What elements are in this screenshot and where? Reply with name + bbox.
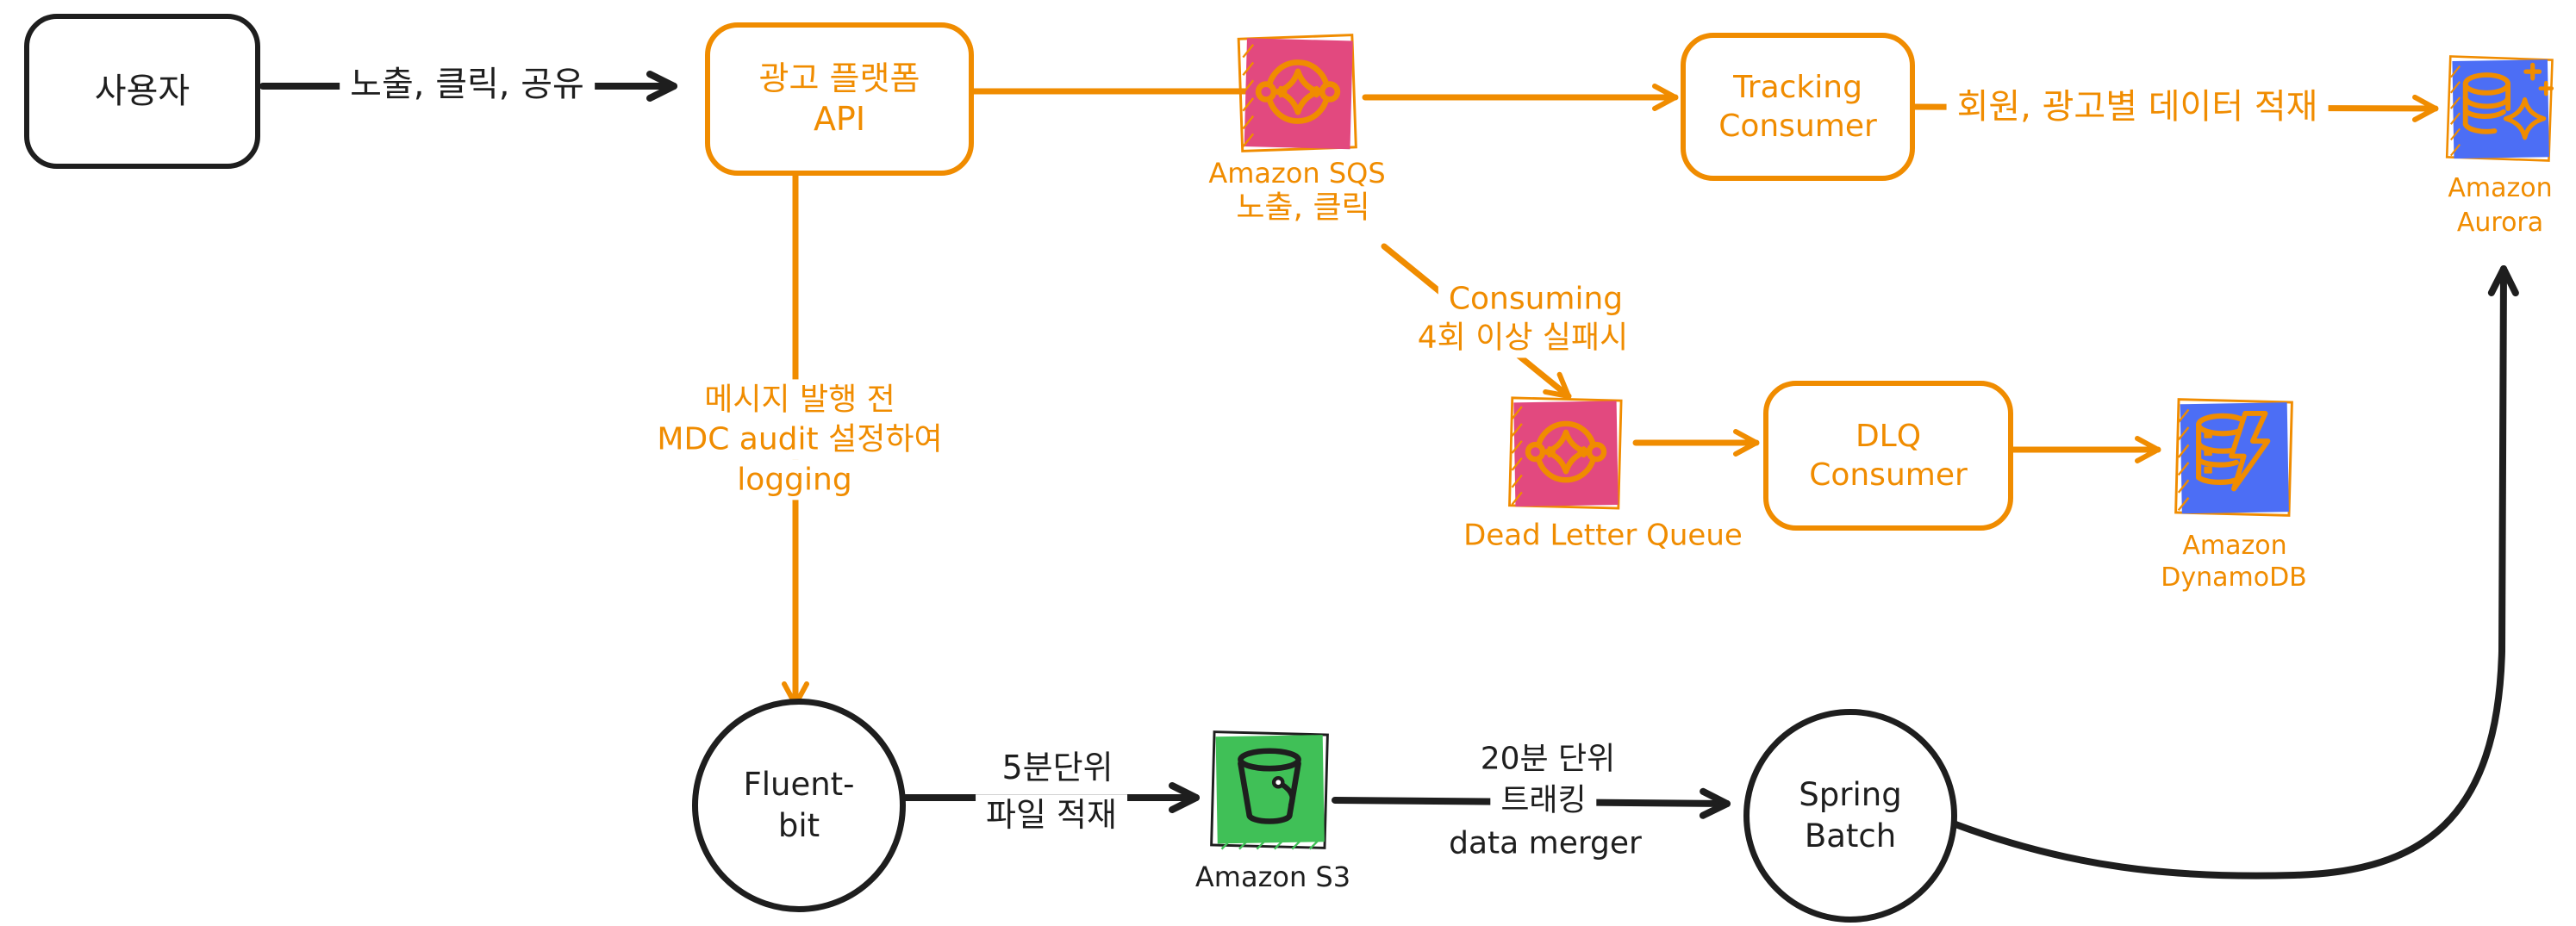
note-20min-line2: 트래킹 [1490, 780, 1597, 821]
edge-springbatch-to-aurora [1941, 265, 2519, 879]
sqs-title: Amazon SQS [1208, 156, 1386, 190]
node-spring-batch-line2: Batch [1804, 817, 1897, 855]
node-dlq-consumer-line1: DLQ [1855, 419, 1922, 454]
node-ad-platform-api-line2: API [813, 100, 866, 138]
node-ad-platform-api-line1: 광고 플랫폼 [758, 59, 920, 97]
sqs-subtitle: 노출, 클릭 [1236, 190, 1370, 226]
node-fluent-bit-line2: bit [777, 807, 820, 844]
s3-icon [1207, 727, 1332, 853]
node-user: 사용자 [24, 14, 260, 169]
note-mdc-line2: MDC audit 설정하여 [646, 419, 953, 460]
node-ad-platform-api: 광고 플랫폼 API [705, 22, 974, 176]
aurora-label-line2: Aurora [2456, 208, 2544, 238]
node-spring-batch: Spring Batch [1743, 709, 1957, 923]
aurora-label-line1: Amazon [2448, 173, 2553, 203]
note-20min-line3: data merger [1438, 823, 1652, 864]
sqs-icon [1234, 29, 1362, 157]
node-dlq-consumer-line2: Consumer [1809, 457, 1968, 493]
node-spring-batch-line1: Spring [1799, 775, 1902, 813]
edge-label-tracking-to-aurora: 회원, 광고별 데이터 적재 [1946, 84, 2329, 129]
note-20min-line1: 20분 단위 [1469, 738, 1626, 780]
dead-letter-queue-icon [1501, 392, 1631, 514]
note-5min-line1: 5분단위 [991, 747, 1124, 790]
node-tracking-consumer-line1: Tracking [1733, 70, 1862, 105]
note-consuming-line2: 4회 이상 실패시 [1407, 317, 1639, 358]
dynamodb-icon [2170, 395, 2298, 520]
node-user-label: 사용자 [94, 71, 190, 111]
aurora-icon [2444, 47, 2556, 171]
node-tracking-consumer-line2: Consumer [1718, 109, 1877, 144]
node-tracking-consumer: Tracking Consumer [1681, 33, 1915, 181]
node-dlq-consumer: DLQ Consumer [1763, 381, 2013, 531]
dynamodb-label-line2: DynamoDB [2161, 562, 2307, 593]
node-fluent-bit: Fluent- bit [692, 699, 906, 912]
note-mdc-line3: logging [727, 459, 863, 500]
note-5min-line2: 파일 적재 [976, 794, 1127, 837]
dynamodb-label-line1: Amazon [2182, 531, 2287, 561]
note-consuming-line1: Consuming [1438, 278, 1634, 320]
note-mdc-line1: 메시지 발행 전 [694, 379, 906, 420]
node-fluent-bit-line1: Fluent- [743, 765, 855, 803]
s3-label: Amazon S3 [1194, 860, 1351, 893]
dead-letter-queue-label: Dead Letter Queue [1463, 518, 1743, 553]
edge-label-user-to-api: 노출, 클릭, 공유 [340, 62, 595, 107]
